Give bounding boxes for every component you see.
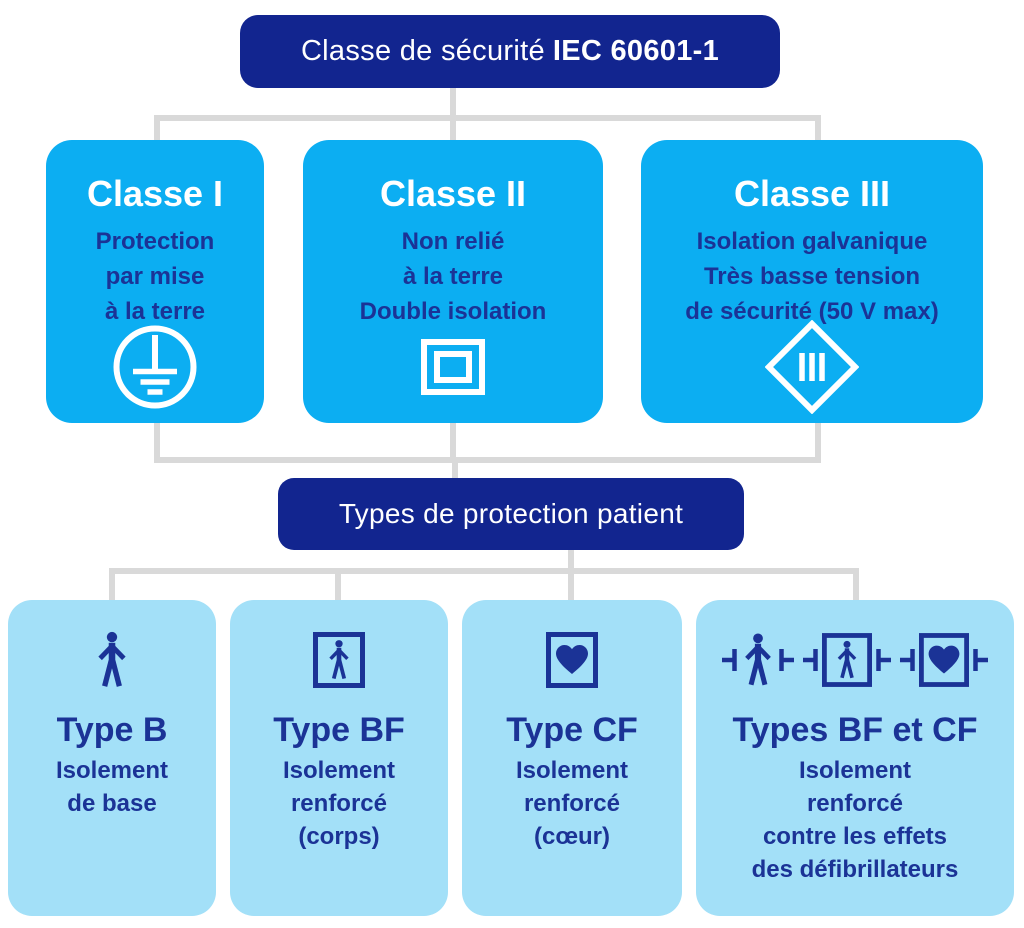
class-1-line: Protection [95,228,215,255]
types-bf-cf-line: contre les effets [762,823,948,850]
defib-boxed-person-icon [803,633,891,687]
type-cf-icons [546,624,598,696]
connector-line [154,115,160,140]
types-bf-cf-line: Isolement [798,757,911,784]
class-2-line: à la terre [402,263,504,290]
patient-protection-header: Types de protection patient [278,478,744,550]
type-b-description: Isolement de base [56,754,168,820]
root-header-standard: IEC 60601-1 [552,35,720,67]
class-2-line: Double isolation [359,298,547,325]
class-1-line: par mise [105,263,205,290]
class-3-card: Classe III Isolation galvanique Très bas… [641,140,983,423]
types-bf-cf-line: des défibrillateurs [751,856,959,883]
connector-line [109,568,115,600]
boxed-heart-icon [546,632,598,688]
class-3-description: Isolation galvanique Très basse tension … [685,224,938,329]
types-bf-cf-title: Types BF et CF [732,711,978,749]
connector-line [154,423,160,463]
protective-earth-icon [46,325,264,409]
class-2-description: Non relié à la terre Double isolation [360,224,547,329]
defibrillator-proof-icons [722,624,988,696]
type-bf-icons [313,624,365,696]
connector-line [154,115,821,121]
connector-line [815,115,821,140]
body-person-icon [745,633,771,686]
body-person-icon [98,631,126,687]
type-b-line: Isolement [55,757,169,784]
type-cf-line: Isolement [515,757,629,784]
connector-line [452,457,458,478]
class-3-line: Très basse tension [703,263,921,290]
paddle-right-icon [876,649,891,671]
connector-line [568,568,574,600]
class-2-title: Classe II [379,173,527,214]
patient-protection-label: Types de protection patient [338,498,684,529]
class-1-description: Protection par mise à la terre [96,224,215,329]
connector-line [568,550,574,574]
class-1-card: Classe I Protection par mise à la terre [46,140,264,423]
class-2-line: Non relié [401,228,505,255]
type-b-icons [94,624,130,696]
connector-line [335,568,341,600]
type-cf-description: Isolement renforcé (cœur) [516,754,628,853]
class-1-title: Classe I [86,173,224,214]
type-b-card: Type B Isolement de base [8,600,216,916]
connector-line [109,568,859,574]
connector-line [154,457,821,463]
class-2-card: Classe II Non relié à la terre Double is… [303,140,603,423]
type-bf-card: Type BF Isolement renforcé (corps) [230,600,448,916]
type-bf-line: renforcé [290,790,388,817]
type-bf-line: (corps) [298,823,380,850]
types-bf-cf-line: renforcé [806,790,904,817]
connector-line [815,423,821,463]
type-bf-title: Type BF [273,711,405,749]
type-bf-line: Isolement [282,757,396,784]
defib-person-icon [722,632,794,688]
connector-line [450,115,456,140]
boxed-person-icon [822,633,872,687]
root-header-label: Classe de sécurité [300,35,545,67]
paddle-right-icon [973,649,988,671]
boxed-person-icon [313,632,365,688]
type-bf-description: Isolement renforcé (corps) [283,754,395,853]
class-three-diamond-icon [641,320,983,414]
connector-line [853,568,859,600]
types-bf-cf-description: Isolement renforcé contre les effets des… [752,754,959,886]
class-3-line: Isolation galvanique [696,228,928,255]
type-cf-line: (cœur) [534,823,610,850]
type-b-title: Type B [56,711,168,749]
type-cf-line: renforcé [523,790,621,817]
connector-line [450,423,456,463]
paddle-left-icon [722,649,737,671]
paddle-left-icon [803,649,818,671]
boxed-heart-icon [919,633,969,687]
connector-line [450,88,456,121]
types-bf-cf-card: Types BF et CF Isolement renforcé contre… [696,600,1014,916]
type-cf-title: Type CF [506,711,638,749]
defib-boxed-heart-icon [900,633,988,687]
type-cf-card: Type CF Isolement renforcé (cœur) [462,600,682,916]
class-1-line: à la terre [104,298,206,325]
paddle-right-icon [779,649,794,671]
class-3-title: Classe III [733,173,891,214]
type-b-line: de base [67,790,157,817]
double-insulation-icon [303,339,603,395]
paddle-left-icon [900,649,915,671]
